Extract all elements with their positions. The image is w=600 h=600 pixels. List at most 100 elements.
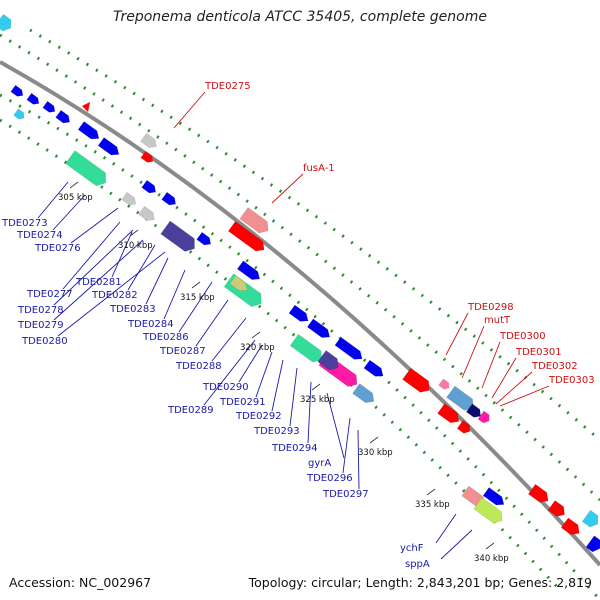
gene-label[interactable]: TDE0279	[17, 320, 64, 331]
gene-feature[interactable]	[363, 359, 386, 380]
leader-line	[445, 312, 469, 356]
gene-label[interactable]: TDE0288	[175, 361, 222, 372]
gene-label[interactable]: TDE0276	[34, 243, 81, 254]
gene-label[interactable]: ychF	[400, 543, 424, 554]
gene-label[interactable]: TDE0280	[21, 336, 68, 347]
gene-feature[interactable]	[10, 84, 25, 99]
gene-label[interactable]: TDE0284	[127, 319, 174, 330]
leader-line	[203, 339, 256, 406]
gene-label[interactable]: TDE0290	[202, 382, 249, 393]
gene-feature[interactable]	[82, 102, 90, 112]
gene-feature[interactable]	[307, 318, 332, 341]
gene-feature[interactable]	[239, 207, 272, 237]
gene-feature[interactable]	[161, 191, 179, 208]
kbp-tick-label: 315 kbp	[180, 293, 215, 303]
gene-feature[interactable]	[466, 403, 483, 420]
gene-label[interactable]: TDE0296	[306, 473, 353, 484]
gene-label[interactable]: sppA	[405, 559, 430, 570]
gene-label[interactable]: TDE0275	[204, 81, 251, 92]
gene-feature[interactable]	[140, 132, 160, 150]
gene-feature[interactable]	[141, 179, 159, 196]
gene-label[interactable]: TDE0297	[322, 489, 369, 500]
gene-label[interactable]: TDE0287	[159, 346, 206, 357]
leader-line	[62, 221, 121, 290]
gene-feature[interactable]	[227, 221, 267, 254]
gene-label[interactable]: mutT	[484, 315, 511, 326]
gene-feature[interactable]	[138, 205, 158, 223]
gene-label[interactable]: TDE0303	[548, 375, 595, 386]
gene-feature[interactable]	[473, 497, 506, 527]
gene-label[interactable]: TDE0281	[75, 277, 122, 288]
kbp-tick-label: 340 kbp	[474, 554, 509, 564]
tick-mark	[191, 281, 201, 289]
leader-line	[271, 359, 284, 412]
gene-label[interactable]: TDE0292	[235, 411, 282, 422]
gene-feature[interactable]	[196, 231, 214, 248]
gene-feature[interactable]	[140, 150, 155, 165]
gene-label[interactable]: fusA-1	[303, 163, 335, 174]
gene-feature[interactable]	[42, 100, 57, 115]
gene-label[interactable]: TDE0286	[142, 332, 189, 343]
gene-feature[interactable]	[547, 500, 568, 519]
gene-feature[interactable]	[289, 333, 326, 365]
gene-label[interactable]: TDE0302	[531, 361, 578, 372]
gene-feature[interactable]	[402, 367, 434, 396]
gene-label[interactable]: TDE0293	[253, 426, 300, 437]
kbp-tick-label: 335 kbp	[415, 500, 450, 510]
gene-feature[interactable]	[438, 378, 452, 391]
leader-line	[495, 371, 533, 405]
gene-label[interactable]: TDE0300	[499, 331, 546, 342]
leader-line	[53, 239, 144, 321]
gene-labels: TDE0273TDE0274TDE0276TDE0277TDE0278TDE02…	[1, 81, 595, 570]
gene-feature[interactable]	[456, 420, 473, 435]
gene-label[interactable]: TDE0274	[16, 230, 63, 241]
gene-feature[interactable]	[528, 483, 551, 505]
gene-feature[interactable]	[482, 487, 507, 508]
gene-label[interactable]: TDE0289	[167, 405, 214, 416]
dots-outer-top	[29, 28, 600, 442]
dots-inner-top	[0, 33, 600, 502]
gene-feature[interactable]	[237, 260, 262, 283]
tick-mark	[426, 488, 436, 496]
tick-mark	[129, 229, 139, 237]
gene-feature[interactable]	[26, 92, 41, 107]
gene-label[interactable]: TDE0282	[91, 290, 138, 301]
gene-label[interactable]: TDE0273	[1, 218, 48, 229]
kbp-tick-label: 320 kbp	[240, 343, 275, 353]
gene-feature[interactable]	[437, 403, 463, 427]
gene-feature[interactable]	[160, 220, 200, 255]
tick-mark	[485, 542, 495, 550]
gene-label[interactable]: TDE0301	[515, 347, 562, 358]
leader-line	[271, 173, 304, 204]
gene-label[interactable]: TDE0298	[467, 302, 514, 313]
gene-label[interactable]: TDE0294	[271, 443, 318, 454]
gene-feature[interactable]	[55, 109, 73, 126]
gene-feature[interactable]	[352, 383, 378, 407]
gene-feature[interactable]	[288, 304, 311, 325]
gene-feature[interactable]	[0, 13, 15, 34]
dots-outer-bottom	[0, 93, 600, 600]
gene-feature[interactable]	[77, 121, 102, 142]
gene-feature[interactable]	[334, 336, 365, 363]
gene-feature[interactable]	[13, 108, 27, 121]
gene-feature[interactable]	[121, 191, 139, 208]
gene-feature[interactable]	[317, 350, 342, 373]
gene-feature[interactable]	[229, 275, 250, 295]
gene-label[interactable]: TDE0278	[17, 305, 64, 316]
gene-label[interactable]: TDE0291	[219, 397, 266, 408]
leader-line	[195, 299, 229, 347]
gene-feature[interactable]	[97, 137, 122, 158]
gene-label[interactable]: TDE0283	[109, 304, 156, 315]
gene-label[interactable]: TDE0277	[26, 289, 73, 300]
gene-feature[interactable]	[65, 150, 110, 190]
dots-inner-bottom	[0, 118, 562, 592]
gene-label[interactable]: gyrA	[308, 458, 331, 469]
gene-feature[interactable]	[581, 509, 600, 530]
leader-line	[481, 341, 501, 389]
gene-feature[interactable]	[560, 517, 583, 538]
leader-line	[111, 231, 133, 278]
gene-feature[interactable]	[477, 410, 492, 425]
genome-backbone	[0, 60, 600, 567]
map-title: Treponema denticola ATCC 35405, complete…	[113, 9, 487, 25]
